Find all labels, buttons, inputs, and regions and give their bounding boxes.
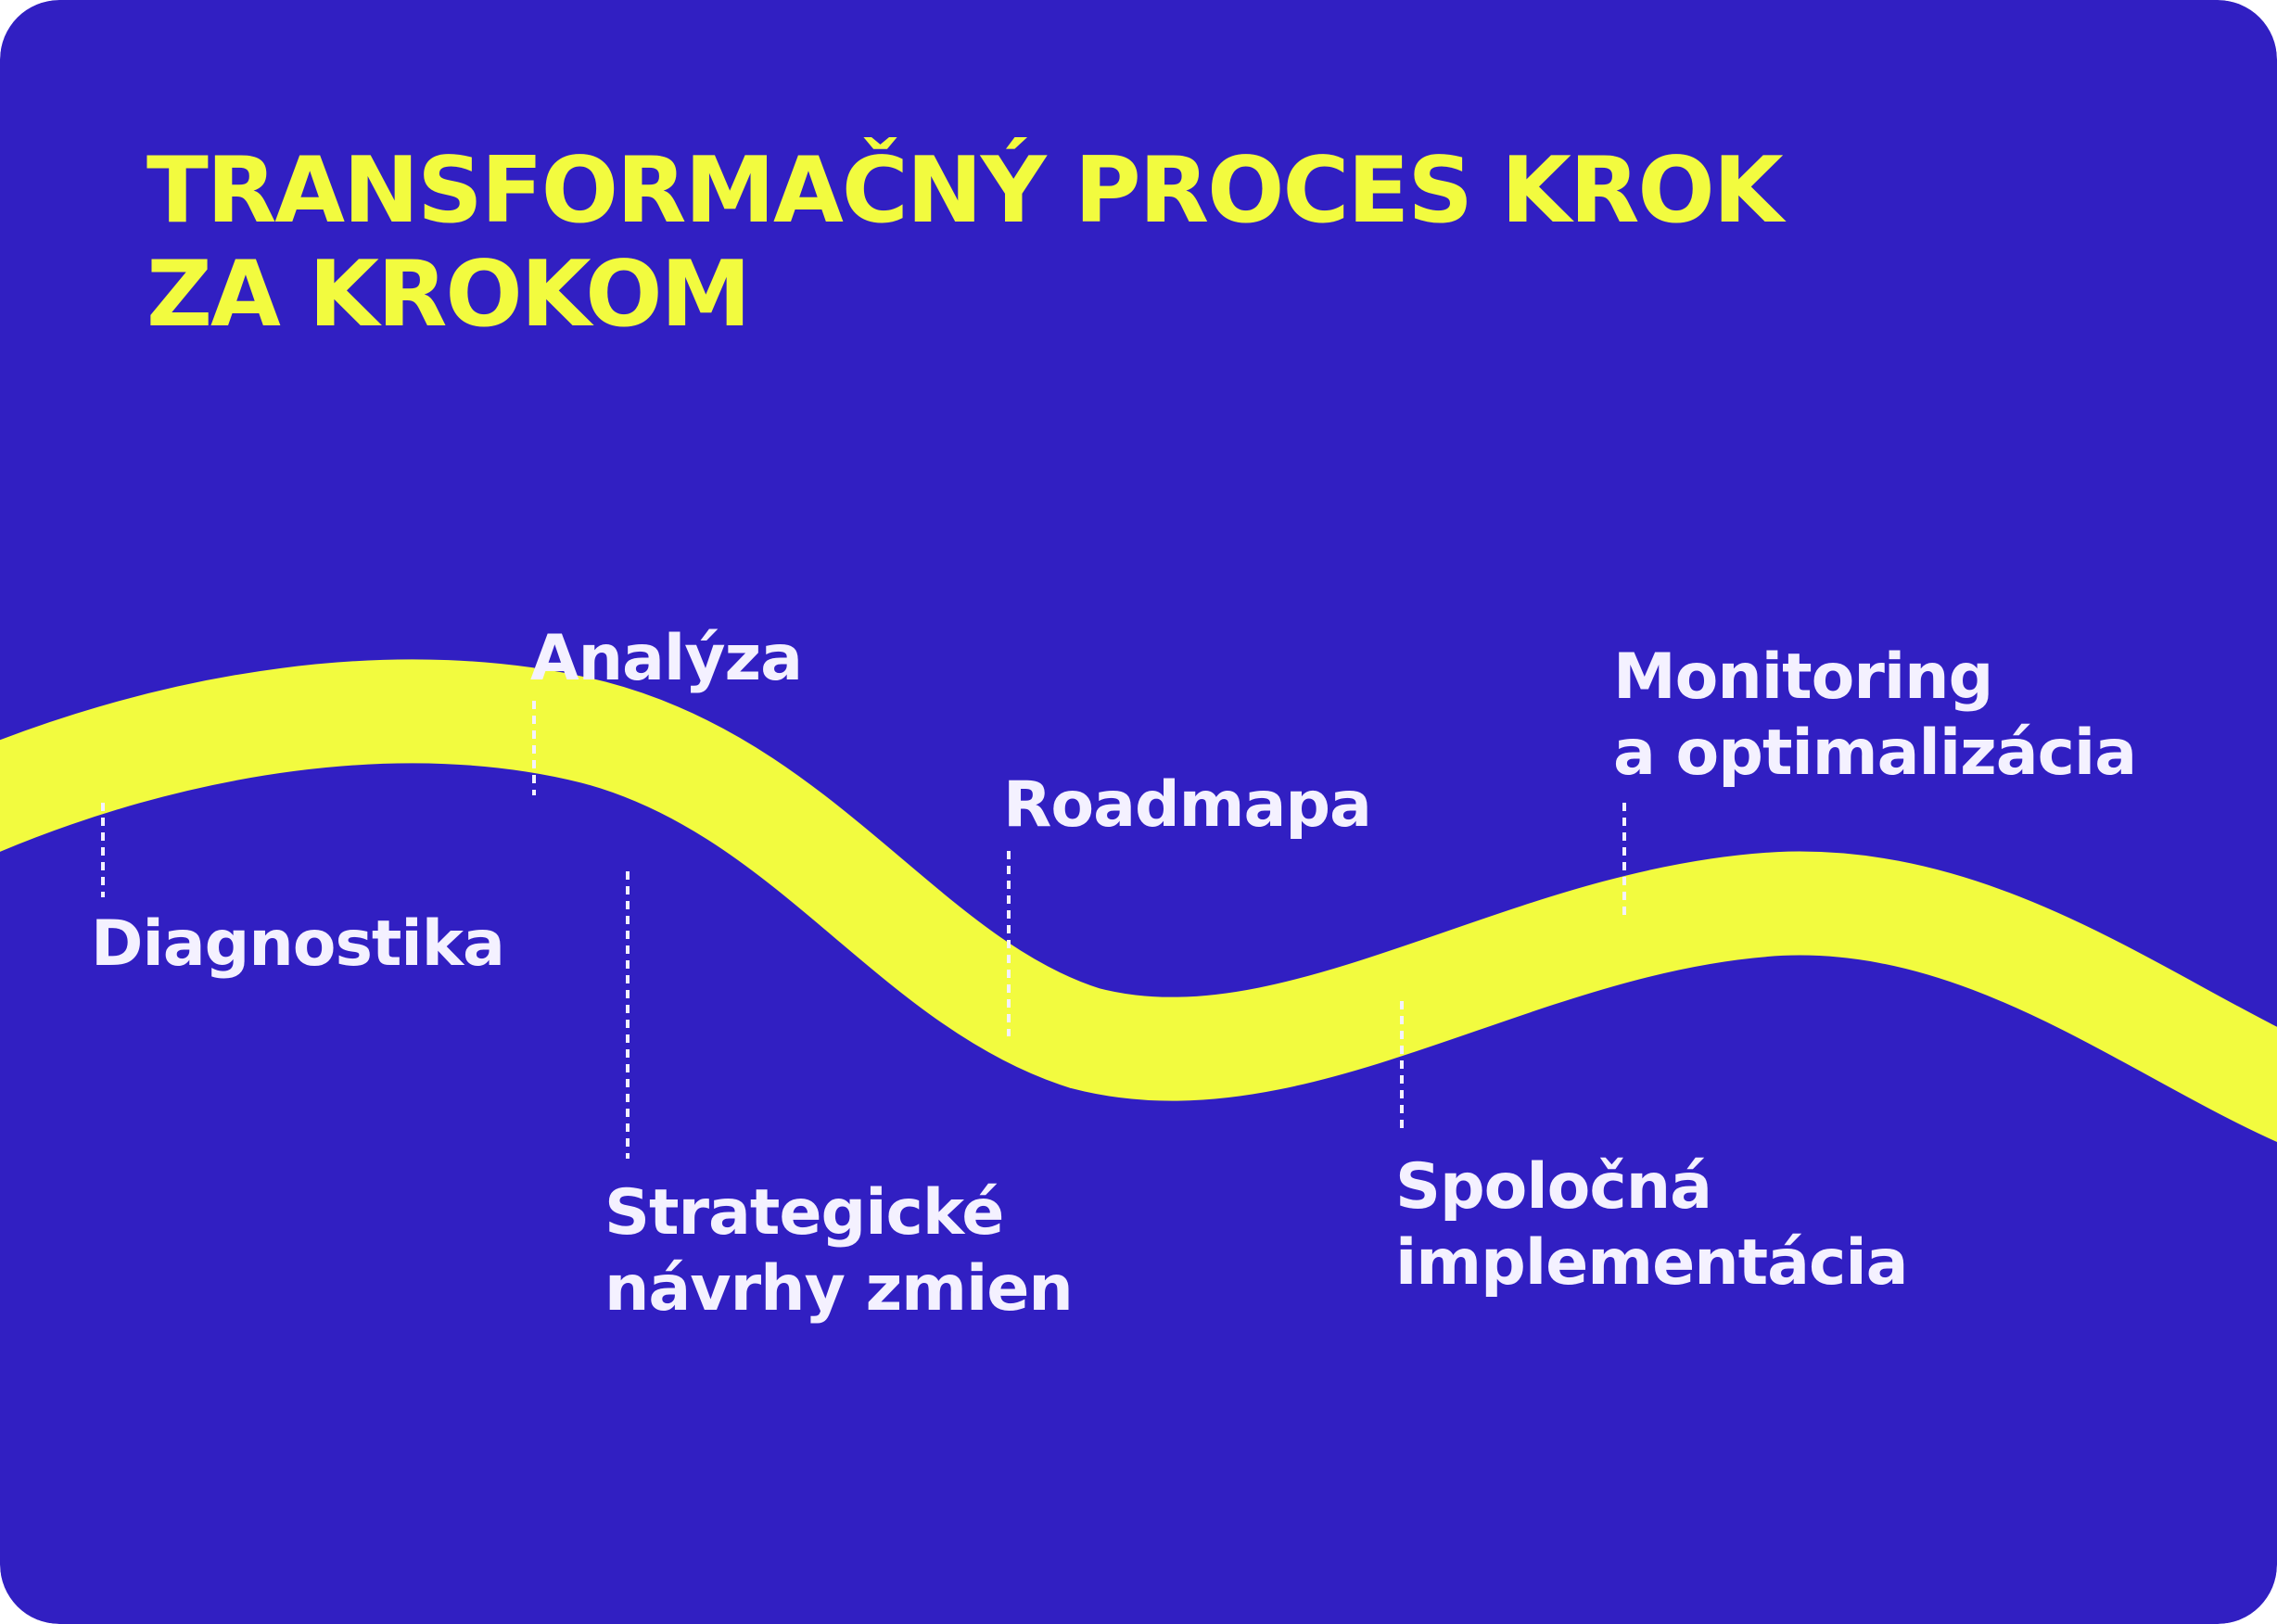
step-label-line-1: Strategické bbox=[604, 1176, 1004, 1250]
page-title-line-2: ZA KROKOM bbox=[146, 242, 751, 348]
step-label: Diagnostika bbox=[91, 907, 505, 981]
step-label: Roadmapa bbox=[1003, 768, 1372, 842]
step-label: Analýza bbox=[530, 622, 803, 695]
step-analyza: Analýza bbox=[530, 621, 803, 697]
page-title-line-1: TRANSFORMAČNÝ PROCES KROK bbox=[146, 138, 1784, 244]
step-label-line-2: implementácia bbox=[1395, 1226, 1909, 1300]
step-strategicke-navrhy-zmien: Strategické návrhy zmien bbox=[604, 1175, 1074, 1327]
page-title: TRANSFORMAČNÝ PROCES KROK ZA KROKOM bbox=[146, 139, 1908, 347]
step-roadmapa: Roadmapa bbox=[1003, 768, 1372, 844]
step-label-line-2: a optimalizácia bbox=[1613, 717, 2137, 790]
step-monitoring-a-optimalizacia: Monitoring a optimalizácia bbox=[1613, 640, 2137, 792]
process-wave bbox=[0, 659, 2277, 1143]
step-label-line-1: Monitoring bbox=[1613, 641, 1993, 714]
step-label-line-2: návrhy zmien bbox=[604, 1252, 1074, 1326]
step-label-line-1: Spoločná bbox=[1395, 1150, 1712, 1224]
step-spolocna-implementacia: Spoločná implementácia bbox=[1395, 1149, 1909, 1301]
step-diagnostika: Diagnostika bbox=[91, 907, 505, 983]
